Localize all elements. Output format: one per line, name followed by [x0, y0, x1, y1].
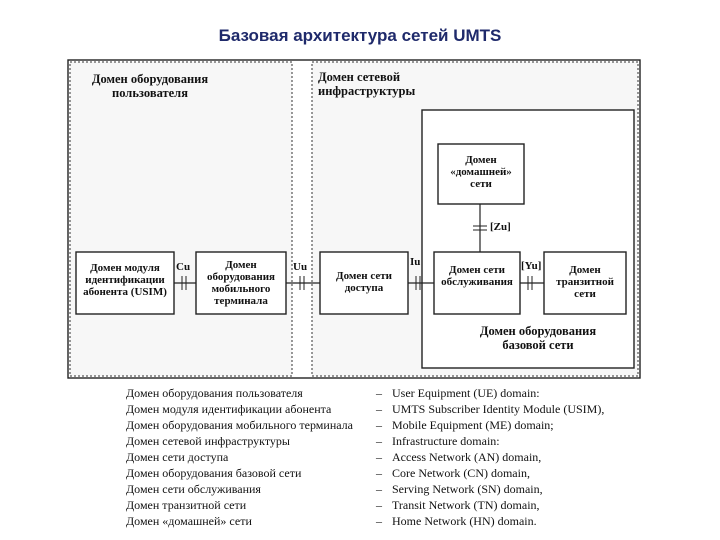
zu-interface-label: [Zu] [490, 221, 511, 233]
legend-ru: Домен «домашней» сети [126, 514, 252, 528]
legend-ru: Домен сети доступа [126, 450, 229, 464]
access-network-box [319, 251, 409, 315]
serving-network-box [433, 251, 521, 315]
yu-interface-label: [Yu] [521, 260, 542, 272]
legend-en: Home Network (HN) domain. [392, 514, 537, 528]
legend-ru: Домен оборудования мобильного терминала [126, 418, 353, 432]
legend-ru: Домен сети обслуживания [126, 482, 261, 496]
infrastructure-domain-label: Домен сетевой инфраструктуры [318, 70, 416, 98]
legend-dash: – [376, 434, 382, 448]
legend-ru: Домен модуля идентификации абонента [126, 402, 332, 416]
core-network-domain-label: Домен оборудования базовой сети [479, 324, 597, 352]
legend-row: Домен оборудования мобильного терминала … [126, 418, 596, 434]
user-equipment-domain-label: Домен оборудования пользователя [91, 72, 209, 100]
access-network-label: Домен сети доступа [336, 270, 392, 294]
legend-en: Serving Network (SN) domain, [392, 482, 543, 496]
mobile-terminal-label: Домен оборудования мобильного терминала [207, 259, 275, 307]
legend-en: Mobile Equipment (ME) domain; [392, 418, 554, 432]
mobile-terminal-box [195, 251, 287, 315]
legend-row: Домен «домашней» сети – Home Network (HN… [126, 514, 596, 530]
legend-dash: – [376, 450, 382, 464]
user-equipment-domain-frame [69, 61, 293, 377]
legend-en: UMTS Subscriber Identity Module (USIM), [392, 402, 605, 416]
legend-en: User Equipment (UE) domain: [392, 386, 540, 400]
usim-box [75, 251, 175, 315]
legend-ru: Домен оборудования пользователя [126, 386, 303, 400]
legend-row: Домен сети доступа – Access Network (AN)… [126, 450, 596, 466]
legend-dash: – [376, 466, 382, 480]
figure-frame [67, 59, 641, 379]
legend-dash: – [376, 482, 382, 496]
transit-network-box [543, 251, 627, 315]
legend-row: Домен сети обслуживания – Serving Networ… [126, 482, 596, 498]
legend-dash: – [376, 386, 382, 400]
legend-dash: – [376, 498, 382, 512]
legend-row: Домен оборудования пользователя – User E… [126, 386, 596, 402]
home-network-box [437, 143, 525, 205]
home-network-label: Домен «домашней» сети [450, 154, 512, 190]
legend-row: Домен сетевой инфраструктуры – Infrastru… [126, 434, 596, 450]
uu-interface-label: Uu [293, 261, 308, 273]
legend-dash: – [376, 514, 382, 528]
page-title: Базовая архитектура сетей UMTS [218, 26, 502, 45]
cu-interface-label: Cu [176, 261, 191, 273]
legend-dash: – [376, 418, 382, 432]
legend-en: Infrastructure domain: [392, 434, 500, 448]
legend-ru: Домен сетевой инфраструктуры [126, 434, 290, 448]
legend-ru: Домен оборудования базовой сети [126, 466, 302, 480]
legend-ru: Домен транзитной сети [126, 498, 247, 512]
legend-en: Transit Network (TN) domain, [392, 498, 540, 512]
legend-en: Core Network (CN) domain, [392, 466, 530, 480]
legend-en: Access Network (AN) domain, [392, 450, 542, 464]
legend-row: Домен оборудования базовой сети – Core N… [126, 466, 596, 482]
serving-network-label: Домен сети обслуживания [441, 264, 513, 288]
transit-network-label: Домен транзитной сети [556, 264, 614, 300]
legend-row: Домен модуля идентификации абонента – UM… [126, 402, 604, 418]
legend-dash: – [376, 402, 382, 416]
iu-interface-label: Iu [410, 256, 421, 268]
usim-label: Домен модуля идентификации абонента (USI… [83, 262, 167, 298]
legend-row: Домен транзитной сети – Transit Network … [126, 498, 596, 514]
